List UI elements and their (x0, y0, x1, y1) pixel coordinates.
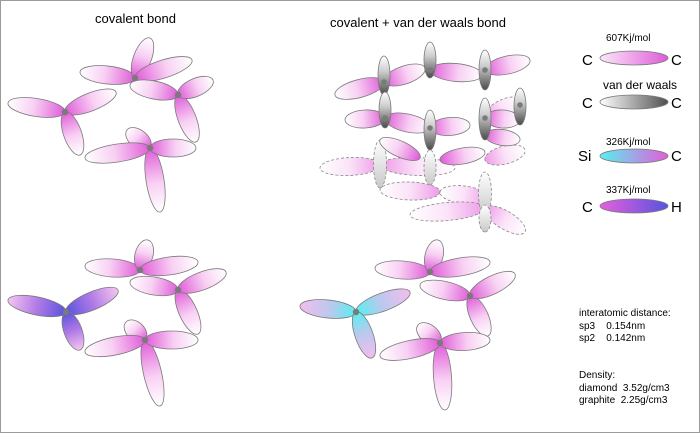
bond-lobe (377, 55, 391, 96)
atom-dot (352, 308, 360, 316)
atom-dot (62, 308, 70, 316)
legend-ch-left-atom: C (582, 199, 593, 216)
covalent-molecule-top (7, 37, 214, 213)
bond-lobe (7, 294, 67, 318)
atom-dot (136, 266, 144, 274)
bond-lobe (378, 91, 392, 129)
bond-lobe (129, 275, 179, 297)
atom-dot (426, 268, 434, 276)
atom-dot (61, 108, 69, 116)
bond-lobe (60, 111, 85, 156)
atom-dot (427, 67, 433, 73)
legend-vdw-right-atom: C (671, 95, 682, 112)
legend-ch-swatch (599, 198, 669, 214)
legend-ch-energy: 337Kj/mol (606, 185, 651, 196)
density-diamond: diamond 3.52g/cm3 (579, 383, 670, 394)
atom-dot (131, 74, 139, 82)
bond-lobe (423, 41, 437, 79)
atom-dot (381, 79, 387, 85)
atom-dot (141, 336, 149, 344)
density-heading: Density: (579, 370, 616, 381)
bond-lobe (484, 144, 526, 166)
bond-lobe (174, 289, 202, 335)
bond-lobe (379, 181, 441, 201)
interatomic-sp2: sp2 0.142nm (579, 333, 646, 344)
title-covalent-vdw-bond: covalent + van der waals bond (330, 15, 506, 30)
bond-lobe (423, 149, 437, 186)
atom-dot (466, 292, 474, 300)
atom-dot (174, 91, 182, 99)
bond-lobe (7, 97, 66, 118)
graphite-layers-molecule (319, 41, 531, 235)
legend-cc-left-atom: C (582, 52, 593, 69)
legend-ch-right-atom: H (671, 199, 682, 216)
atom-dot (146, 144, 154, 152)
legend-sic-swatch (599, 148, 669, 164)
legend-cc-energy: 607Kj/mol (606, 33, 651, 44)
legend-vdw-swatch (599, 94, 669, 110)
atom-dot (427, 125, 433, 131)
bond-lobe (144, 330, 199, 350)
legend-sic-right-atom: C (671, 148, 682, 165)
bond-lobe (432, 342, 453, 411)
bond-lobe (84, 142, 151, 164)
atom-dot (436, 339, 444, 347)
bond-lobe (299, 299, 357, 319)
legend-cc-swatch (599, 50, 669, 66)
si-c-molecule-bottom (299, 239, 516, 411)
covalent-molecule-ch-bottom (7, 239, 227, 407)
bond-lobe (351, 311, 377, 359)
atom-dot (382, 115, 388, 121)
bond-lobe (84, 258, 141, 278)
atom-dot (482, 115, 488, 121)
legend-sic-energy: 326Kj/mol (606, 137, 651, 148)
bond-lobe (379, 338, 441, 361)
interatomic-sp3: sp3 0.154nm (579, 321, 646, 332)
bond-lobe (379, 137, 421, 161)
bond-lobe (439, 146, 486, 166)
legend-cc-right-atom: C (671, 52, 682, 69)
bond-lobe (429, 62, 483, 83)
interatomic-heading: interatomic distance: (579, 308, 671, 319)
bond-lobe (79, 65, 136, 85)
legend-vdw-label: van der waals (603, 78, 678, 92)
bond-lobe (374, 260, 431, 280)
atom-dot (482, 67, 488, 73)
atom-dot (517, 102, 523, 108)
bond-lobe (478, 204, 492, 233)
bond-lobe (84, 334, 146, 358)
legend-bond-swatches (599, 50, 669, 214)
legend-sic-left-atom: Si (578, 148, 592, 165)
bond-lobe (319, 156, 381, 177)
bond-lobe (149, 138, 197, 158)
density-graphite: graphite 2.25g/cm3 (579, 395, 668, 406)
bond-lobe (439, 331, 491, 352)
title-covalent-bond: covalent bond (95, 11, 176, 26)
legend-vdw-left-atom: C (582, 95, 593, 112)
atom-dot (174, 286, 182, 294)
bond-lobe (419, 279, 471, 302)
bond-lobe (174, 94, 200, 143)
